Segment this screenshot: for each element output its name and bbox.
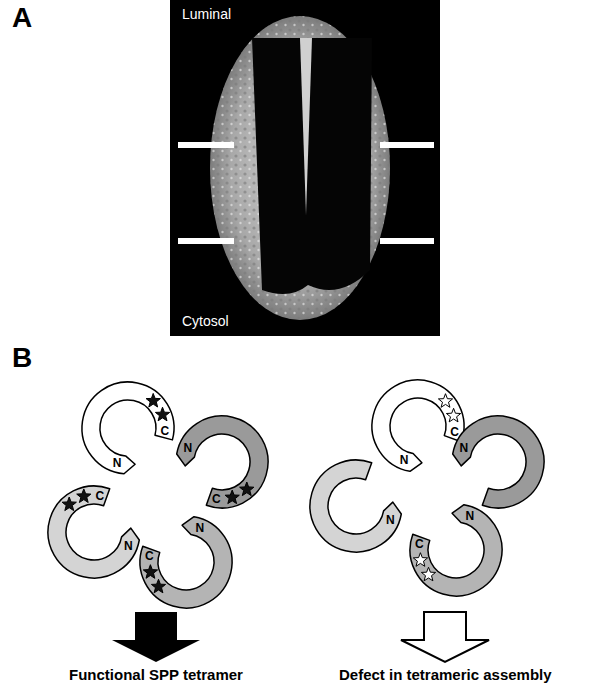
mutation-star xyxy=(143,565,157,579)
protein-surface xyxy=(210,16,390,320)
mutation-star xyxy=(62,497,76,511)
terminus-label: C xyxy=(145,550,154,562)
arc-outline xyxy=(140,517,232,608)
arc-outline xyxy=(48,486,139,578)
membrane-bar xyxy=(380,238,434,244)
result-arrow xyxy=(401,612,489,662)
terminus-label: N xyxy=(196,522,205,534)
membrane-bar xyxy=(380,142,434,148)
panel-letter: A xyxy=(12,2,32,34)
subunit-arc: CN xyxy=(131,507,241,617)
terminus-label: N xyxy=(466,510,475,522)
subunit-arc: N xyxy=(443,407,553,517)
terminus-label: C xyxy=(96,490,105,502)
image-ground xyxy=(170,0,440,336)
terminus-label: N xyxy=(386,514,395,526)
arc-outline xyxy=(453,416,544,508)
panel-letter: B xyxy=(12,342,32,374)
side-label: Cytosol xyxy=(182,313,229,329)
result-caption: Functional SPP tetramer xyxy=(69,666,243,683)
subunit-arc: CN xyxy=(167,407,277,517)
mutation-star xyxy=(155,407,169,421)
subunit-arc: NC xyxy=(401,495,511,605)
arc-outline xyxy=(410,505,502,596)
mutation-star xyxy=(151,579,165,593)
arc-outline xyxy=(82,382,174,474)
side-label: Luminal xyxy=(182,6,231,22)
subunit-arc: CN xyxy=(39,477,149,587)
terminus-label: N xyxy=(400,454,409,466)
result-caption: Defect in tetrameric assembly xyxy=(339,666,552,683)
mutation-star xyxy=(421,567,435,581)
mutation-star xyxy=(446,408,460,422)
mutation-star xyxy=(146,393,160,407)
terminus-label: C xyxy=(415,538,424,550)
arc-shape xyxy=(443,407,553,517)
cavity-shape xyxy=(252,38,372,294)
cavity-cleft xyxy=(300,38,312,215)
mutation-star xyxy=(77,489,91,503)
terminus-label: C xyxy=(212,493,221,505)
result-arrow xyxy=(112,612,200,662)
mutation-star xyxy=(240,482,254,496)
terminus-label: N xyxy=(124,540,133,552)
terminus-label: N xyxy=(459,442,468,454)
terminus-label: N xyxy=(183,442,192,454)
arc-shape xyxy=(301,451,411,561)
terminus-label: N xyxy=(113,457,122,469)
mutation-star xyxy=(225,490,239,504)
subunit-arc: CN xyxy=(363,371,473,481)
terminus-label: C xyxy=(161,425,170,437)
membrane-bar xyxy=(178,238,234,244)
surface-texture xyxy=(210,16,390,320)
subunit-arc: N xyxy=(301,451,411,561)
arc-outline xyxy=(310,460,401,552)
subunit-arc: CN xyxy=(73,373,183,483)
arc-shape xyxy=(167,407,277,517)
arc-shape xyxy=(39,477,149,587)
membrane-bar xyxy=(178,142,234,148)
mutation-star xyxy=(438,394,452,408)
arc-outline xyxy=(177,416,268,508)
mutation-star xyxy=(413,553,427,567)
arc-outline xyxy=(372,380,464,471)
terminus-label: C xyxy=(450,426,459,438)
